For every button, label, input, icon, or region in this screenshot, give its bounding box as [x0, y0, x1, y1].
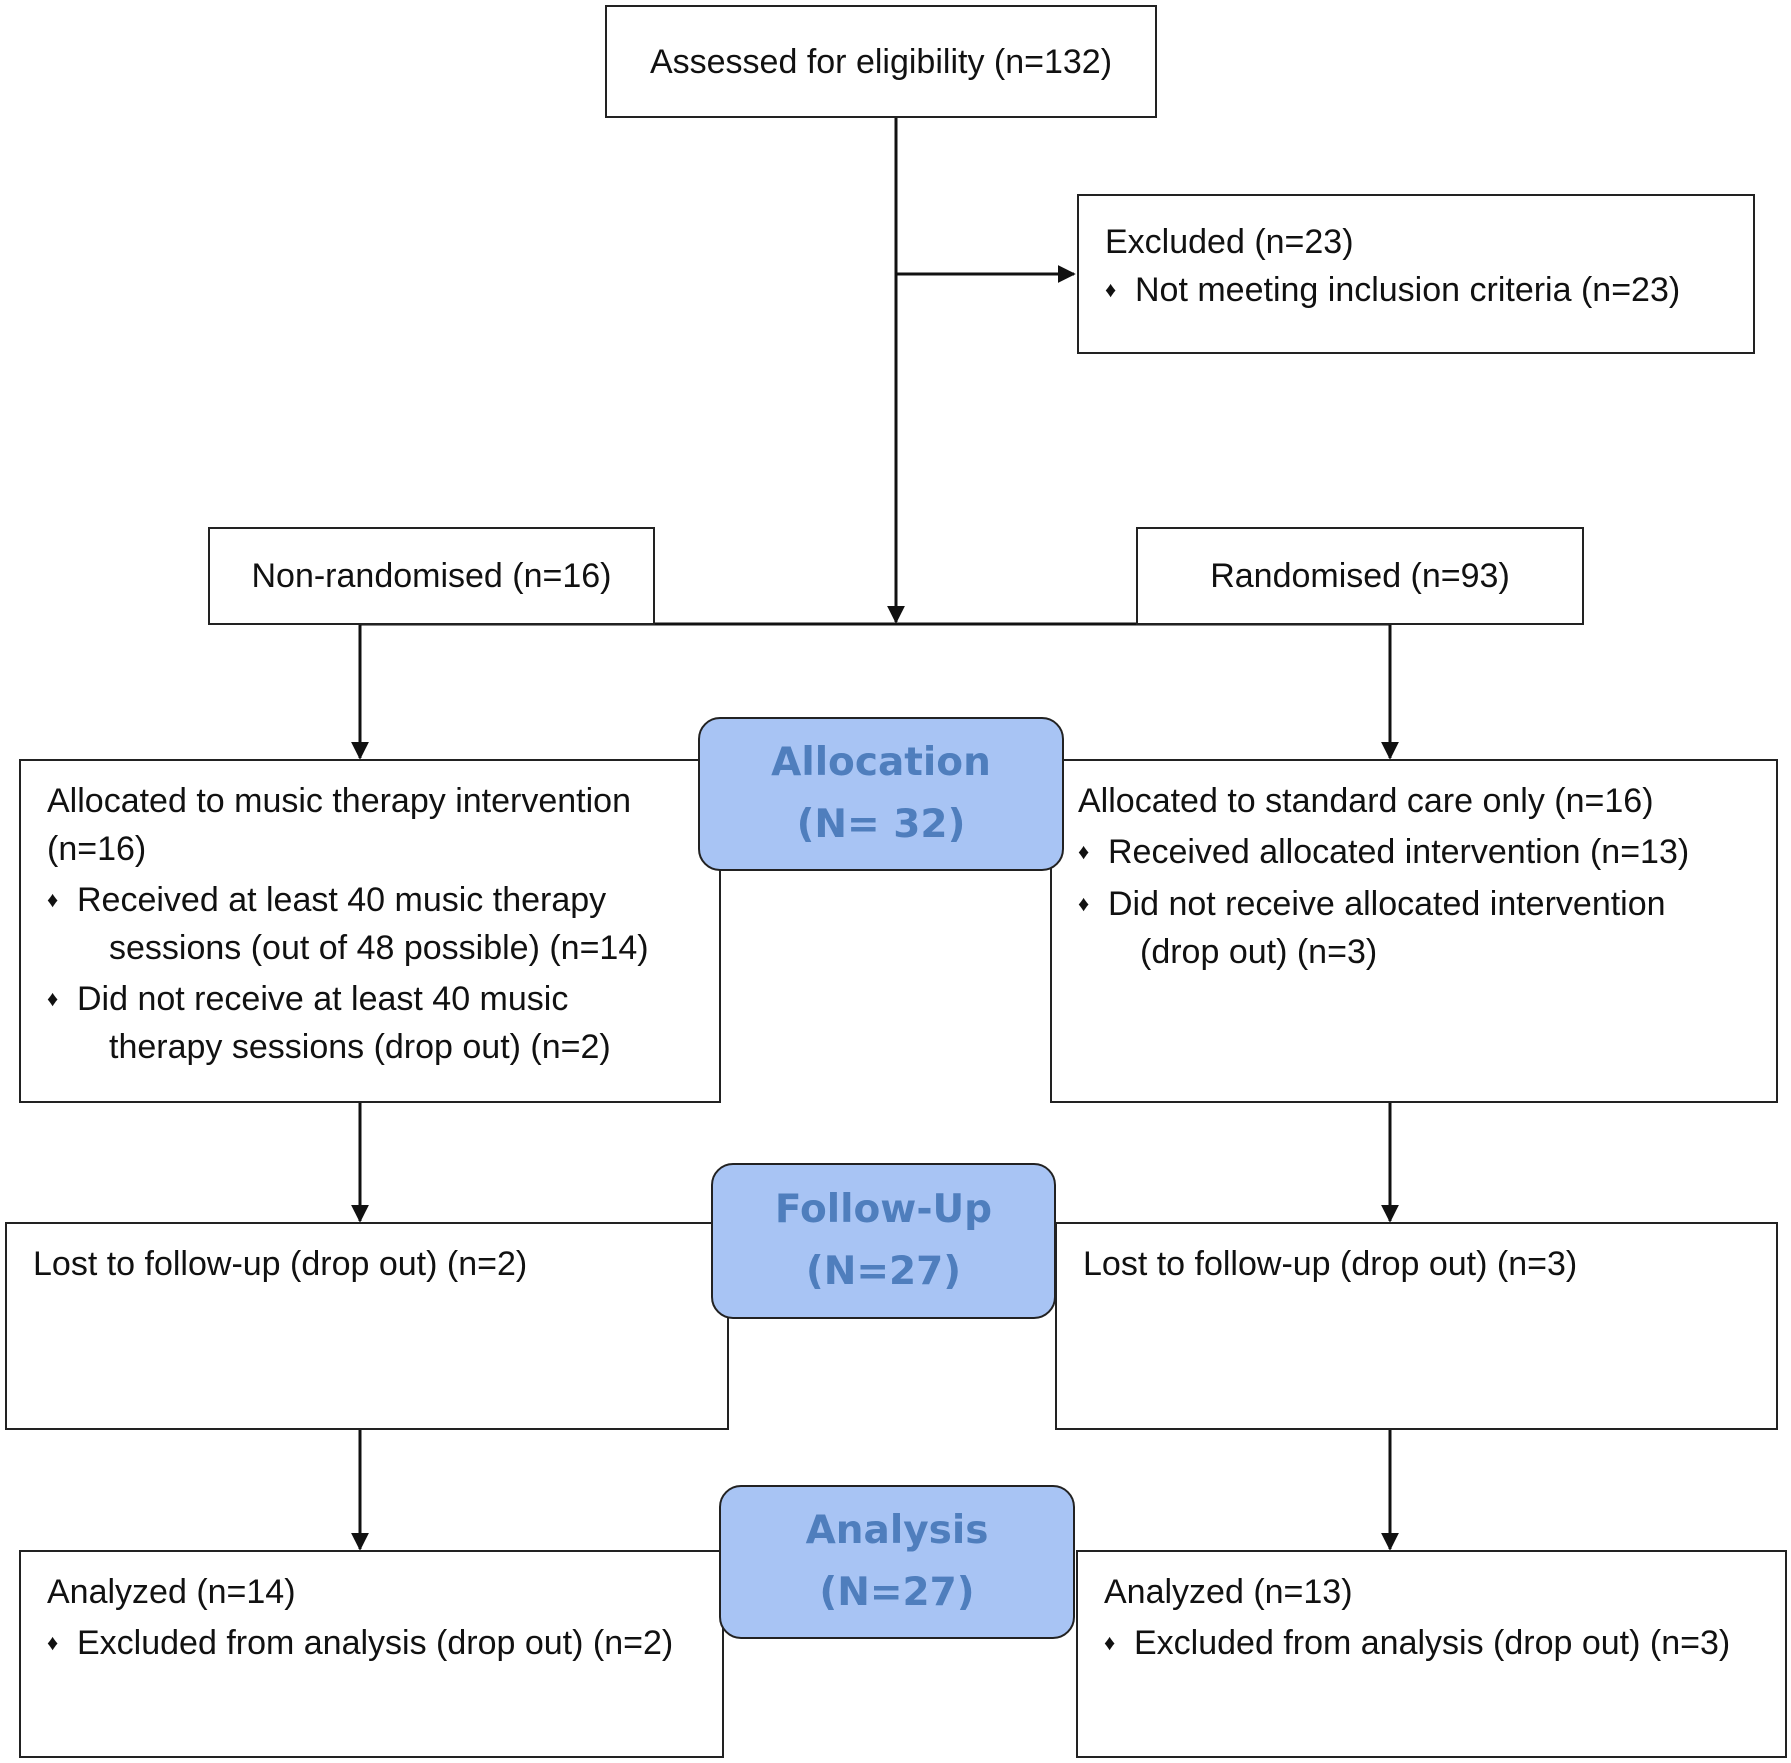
bullet-icon: ♦ [1078, 839, 1090, 864]
right-analysis-title: Analyzed (n=13) [1104, 1573, 1353, 1611]
right-allocated-item: ♦ Did not receive allocated intervention [1078, 880, 1776, 928]
bullet-icon: ♦ [1078, 891, 1090, 916]
right-analysis-item: ♦ Excluded from analysis (drop out) (n=3… [1104, 1619, 1785, 1667]
right-followup-box: Lost to follow-up (drop out) (n=3) [1055, 1222, 1778, 1430]
assessed-box: Assessed for eligibility (n=132) [605, 5, 1157, 118]
followup-count: (N=27) [805, 1249, 962, 1294]
allocation-count: (N= 32) [796, 802, 966, 847]
right-allocated-item-cont: (drop out) (n=3) [1140, 933, 1378, 971]
right-allocated-item: ♦ Received allocated intervention (n=13) [1078, 828, 1776, 876]
bullet-icon: ♦ [1105, 277, 1117, 302]
right-followup-text: Lost to follow-up (drop out) (n=3) [1083, 1245, 1578, 1283]
allocation-phase-label: Allocation (N= 32) [698, 717, 1064, 871]
analysis-count: (N=27) [819, 1570, 975, 1615]
right-analysis-box: Analyzed (n=13) ♦ Excluded from analysis… [1076, 1550, 1787, 1758]
bullet-icon: ♦ [47, 1630, 59, 1655]
excluded-title: Excluded (n=23) [1105, 223, 1354, 261]
left-allocated-item-cont: therapy sessions (drop out) (n=2) [109, 1028, 611, 1066]
randomised-text: Randomised (n=93) [1210, 557, 1510, 595]
bullet-icon: ♦ [1104, 1630, 1116, 1655]
left-followup-text: Lost to follow-up (drop out) (n=2) [33, 1245, 528, 1283]
assessed-text: Assessed for eligibility (n=132) [649, 42, 1113, 81]
bullet-icon: ♦ [47, 986, 59, 1011]
excluded-box: Excluded (n=23) ♦ Not meeting inclusion … [1077, 194, 1755, 354]
analysis-phase-label: Analysis (N=27) [719, 1485, 1075, 1639]
excluded-item: ♦ Not meeting inclusion criteria (n=23) [1105, 266, 1753, 314]
left-allocated-item: ♦ Received at least 40 music therapy [47, 876, 719, 924]
left-allocated-count: (n=16) [47, 830, 147, 868]
allocation-label: Allocation [771, 740, 991, 785]
left-analysis-title: Analyzed (n=14) [47, 1573, 296, 1611]
analysis-label: Analysis [805, 1508, 989, 1553]
left-analysis-item: ♦ Excluded from analysis (drop out) (n=2… [47, 1619, 722, 1667]
right-allocated-title: Allocated to standard care only (n=16) [1078, 782, 1654, 820]
followup-phase-label: Follow-Up (N=27) [711, 1163, 1056, 1319]
left-followup-box: Lost to follow-up (drop out) (n=2) [5, 1222, 729, 1430]
right-allocated-box: Allocated to standard care only (n=16) ♦… [1050, 759, 1778, 1103]
left-allocated-title: Allocated to music therapy intervention [47, 782, 631, 820]
left-allocated-item: ♦ Did not receive at least 40 music [47, 975, 719, 1023]
left-allocated-item-cont: sessions (out of 48 possible) (n=14) [109, 929, 649, 967]
left-analysis-box: Analyzed (n=14) ♦ Excluded from analysis… [19, 1550, 724, 1758]
randomised-box: Randomised (n=93) [1136, 527, 1584, 625]
left-allocated-box: Allocated to music therapy intervention … [19, 759, 721, 1103]
followup-label: Follow-Up [774, 1187, 993, 1232]
bullet-icon: ♦ [47, 887, 59, 912]
non-randomised-box: Non-randomised (n=16) [208, 527, 655, 625]
non-randomised-text: Non-randomised (n=16) [251, 557, 612, 595]
